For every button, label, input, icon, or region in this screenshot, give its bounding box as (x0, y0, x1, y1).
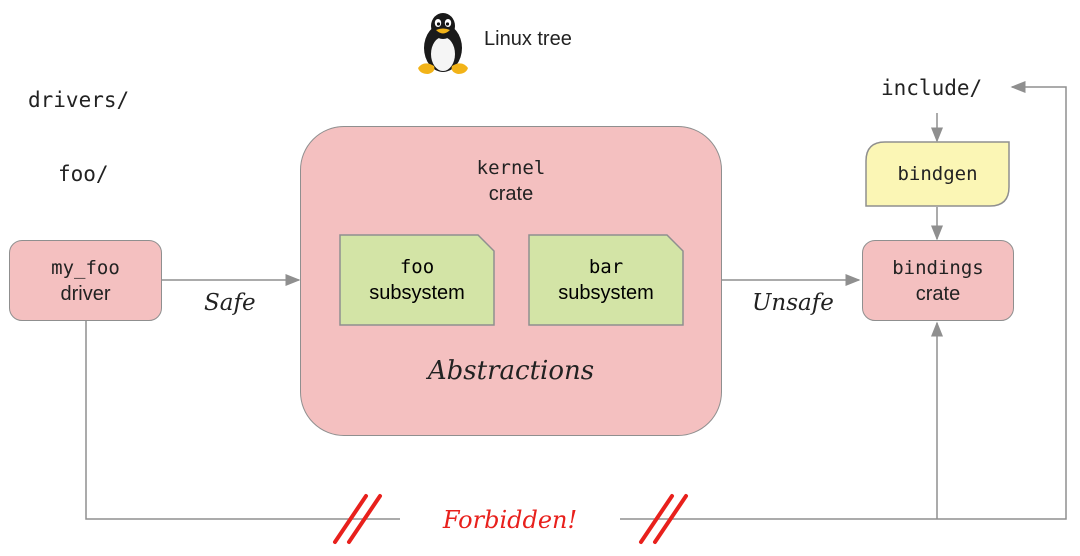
bindings-crate-box: bindings crate (862, 240, 1014, 321)
bar-subsystem-shape (528, 234, 684, 326)
bindings-crate-kind: crate (915, 282, 961, 305)
kernel-crate-name: kernel (476, 157, 546, 179)
bindings-crate-name: bindings (892, 256, 984, 279)
foo-subsystem-name: foo (399, 256, 435, 278)
bar-subsystem-box: bar subsystem (528, 234, 684, 326)
safe-label: Safe (204, 290, 256, 316)
forbidden-path-left (85, 321, 400, 520)
driver-kind: driver (60, 282, 111, 305)
linux-tree-label: Linux tree (484, 28, 572, 50)
foo-dir-label: foo/ (58, 162, 109, 186)
tux-penguin-icon (418, 13, 468, 74)
forbidden-label: Forbidden! (442, 506, 578, 534)
kernel-crate-kind: crate (488, 183, 534, 205)
include-dir-label: include/ (881, 76, 983, 100)
forbidden-path-right (620, 81, 1067, 520)
foo-subsystem-shape (339, 234, 495, 326)
drivers-dir-label: drivers/ (28, 88, 130, 112)
my-foo-driver-box: my_foo driver (9, 240, 162, 321)
abstractions-caption: Abstractions (427, 356, 595, 386)
forbidden-slash-right (639, 494, 688, 544)
bindgen-shape (865, 141, 1010, 207)
bar-subsystem-name: bar (588, 256, 624, 278)
bindgen-label: bindgen (897, 163, 978, 185)
foo-subsystem-box: foo subsystem (339, 234, 495, 326)
foo-subsystem-kind: subsystem (369, 282, 465, 304)
unsafe-label: Unsafe (752, 290, 834, 316)
bar-subsystem-kind: subsystem (558, 282, 654, 304)
forbidden-slash-left (333, 494, 382, 544)
driver-name: my_foo (51, 256, 120, 279)
